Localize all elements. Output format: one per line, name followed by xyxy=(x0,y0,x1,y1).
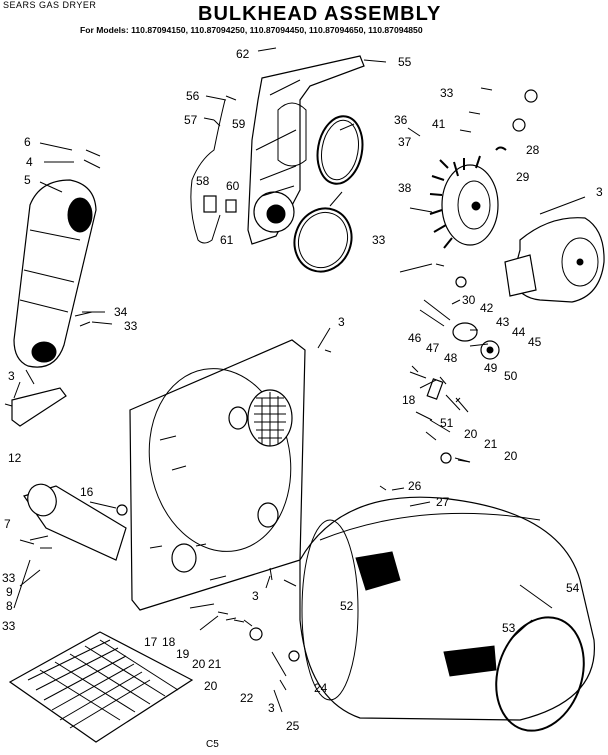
part-drawings xyxy=(4,47,605,743)
callout-49: 49 xyxy=(484,361,498,375)
callout-43: 43 xyxy=(496,315,510,329)
callout-20: 20 xyxy=(204,679,218,693)
callout-33: 33 xyxy=(440,86,454,100)
callout-24: 24 xyxy=(314,681,328,695)
callout-61: 61 xyxy=(220,233,234,247)
callout-52: 52 xyxy=(340,599,354,613)
callout-16: 16 xyxy=(80,485,94,499)
callout-58: 58 xyxy=(196,174,210,188)
callout-51: 51 xyxy=(440,416,454,430)
igniter-part xyxy=(203,195,217,213)
gas-valve-wires xyxy=(419,299,451,327)
callout-6: 6 xyxy=(24,135,31,149)
seal-38 xyxy=(293,207,353,273)
callout-33: 33 xyxy=(2,619,16,633)
callout-33: 33 xyxy=(124,319,138,333)
wire-harness xyxy=(190,99,226,244)
callout-26: 26 xyxy=(408,479,422,493)
callout-27: 27 xyxy=(436,495,450,509)
front-bulkhead xyxy=(129,339,306,611)
callout-42: 42 xyxy=(480,301,494,315)
blower-wheel xyxy=(429,155,499,249)
blower-housing xyxy=(504,217,605,303)
bracket-12 xyxy=(11,387,67,427)
callout-12: 12 xyxy=(8,451,22,465)
callout-55: 55 xyxy=(398,55,412,69)
callout-21: 21 xyxy=(484,437,498,451)
callout-53: 53 xyxy=(502,621,516,635)
callout-20: 20 xyxy=(504,449,518,463)
callout-38: 38 xyxy=(398,181,412,195)
callout-48: 48 xyxy=(444,351,458,365)
callout-56: 56 xyxy=(186,89,200,103)
callout-46: 46 xyxy=(408,331,422,345)
callout-3: 3 xyxy=(8,369,15,383)
page-code: C5 xyxy=(206,739,219,750)
callout-8: 8 xyxy=(6,599,13,613)
seal-36 xyxy=(316,115,364,185)
callout-7: 7 xyxy=(4,517,11,531)
exhaust-duct xyxy=(13,179,97,368)
callout-3: 3 xyxy=(338,315,345,329)
callout-21: 21 xyxy=(208,657,222,671)
callout-9: 9 xyxy=(6,585,13,599)
callout-57: 57 xyxy=(184,113,198,127)
callout-18: 18 xyxy=(162,635,176,649)
callout-4: 4 xyxy=(26,155,33,169)
brand-label: SEARS GAS DRYER xyxy=(3,0,97,10)
callout-29: 29 xyxy=(516,170,530,184)
callout-18: 18 xyxy=(402,393,416,407)
callout-45: 45 xyxy=(528,335,542,349)
lint-screen xyxy=(8,631,194,743)
drum-seal xyxy=(495,616,585,732)
callout-34: 34 xyxy=(114,305,128,319)
callout-3: 3 xyxy=(596,185,603,199)
callout-62: 62 xyxy=(236,47,250,61)
callout-28: 28 xyxy=(526,143,540,157)
callout-3: 3 xyxy=(252,589,259,603)
leader-lines xyxy=(13,47,586,713)
callout-59: 59 xyxy=(232,117,246,131)
callout-33: 33 xyxy=(372,233,386,247)
drum xyxy=(299,496,596,732)
callout-36: 36 xyxy=(394,113,408,127)
callout-60: 60 xyxy=(226,179,240,193)
callout-22: 22 xyxy=(240,691,254,705)
callout-19: 19 xyxy=(176,647,190,661)
callout-41: 41 xyxy=(432,117,446,131)
upper-bulkhead xyxy=(247,55,365,245)
callout-44: 44 xyxy=(512,325,526,339)
callout-25: 25 xyxy=(286,719,300,733)
callout-20: 20 xyxy=(464,427,478,441)
callout-47: 47 xyxy=(426,341,440,355)
page-title: BULKHEAD ASSEMBLY xyxy=(198,3,442,25)
callout-54: 54 xyxy=(566,581,580,595)
callout-37: 37 xyxy=(398,135,412,149)
model-list: For Models: 110.87094150, 110.87094250, … xyxy=(80,25,423,35)
callout-17: 17 xyxy=(144,635,158,649)
callout-20: 20 xyxy=(192,657,206,671)
callout-50: 50 xyxy=(504,369,518,383)
callout-30: 30 xyxy=(462,293,476,307)
callout-33: 33 xyxy=(2,571,16,585)
callout-5: 5 xyxy=(24,173,31,187)
callout-3: 3 xyxy=(268,701,275,715)
